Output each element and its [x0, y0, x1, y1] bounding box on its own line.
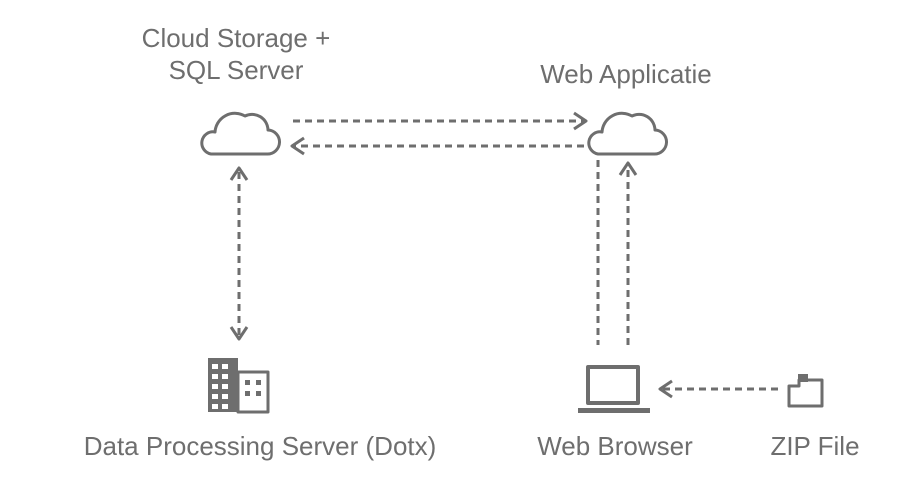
cloud-storage-label-line2: SQL Server	[168, 55, 304, 85]
web-app-label: Web Applicatie	[540, 59, 712, 89]
edge-cloud-to-webapp	[293, 111, 588, 131]
folder-icon	[787, 374, 824, 408]
edge-webapp-to-cloud	[290, 136, 584, 156]
cloud-storage-label-line1: Cloud Storage +	[141, 23, 331, 53]
cloud-icon	[200, 111, 281, 156]
data-processing-label: Data Processing Server (Dotx)	[83, 431, 437, 461]
cloud-storage-label: Cloud Storage + SQL Server	[105, 22, 367, 86]
web-browser-label: Web Browser	[537, 431, 693, 461]
laptop-icon	[578, 365, 650, 413]
zip-file-label: ZIP File	[770, 431, 860, 461]
edge-cloud-dataprocessing	[229, 166, 249, 341]
building-icon	[208, 358, 270, 414]
edge-zip-to-browser	[658, 379, 778, 399]
cloud-icon	[587, 111, 668, 156]
edge-browser-to-webapp	[618, 161, 638, 345]
